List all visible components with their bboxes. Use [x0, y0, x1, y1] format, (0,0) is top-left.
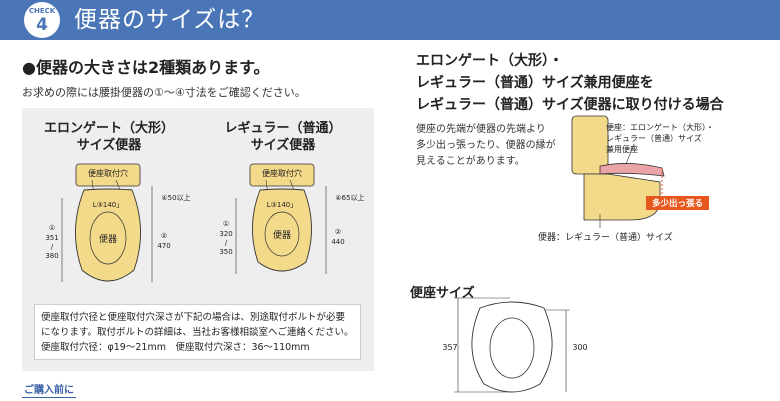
regular-dim2-val: 440 [331, 238, 344, 246]
right-heading: エロンゲート（大形）・ レギュラー（普通）サイズ兼用便座を レギュラー（普通）サ… [416, 50, 724, 116]
elongated-inner-label: L③140」 [93, 201, 124, 209]
regular-title: レギュラー（普通） サイズ便器 [208, 120, 358, 154]
page-header: CHECK 4 便器のサイズは？ [0, 0, 780, 40]
desc-line2: 多少出っ張ったり、便器の縁が [416, 140, 556, 151]
side-seat-label: 便座：エロンゲート（大形）・ レギュラー（普通）サイズ 兼用便座 [606, 122, 714, 155]
seat-dim-right: 300 [572, 343, 587, 352]
elongated-bowl-diagram: 便座取付穴 L③140」 便器 ① 351 / 380 ② 470 ④50以上 [45, 163, 191, 282]
regular-dim1-b: 350 [219, 248, 232, 256]
desc-line1: 便座の先端が便器の先端より [416, 124, 546, 135]
right-heading-line2: レギュラー（普通）サイズ兼用便座を [416, 75, 654, 91]
notice-line3: 便座取付穴径：φ19～21mm 便座取付穴深さ：36～110mm [41, 342, 310, 353]
elongated-hole-label: 便座取付穴 [88, 168, 128, 178]
regular-bowl-diagram: 便座取付穴 L③140」 便器 ① 320 / 350 ② 440 ④65以上 [219, 163, 365, 274]
seat-size-diagram: 357 300 [442, 297, 588, 393]
elongated-dim1-num: ① [49, 224, 55, 232]
left-note: お求めの際には腰掛便器の①～④寸法をご確認ください。 [22, 86, 306, 99]
elongated-dim2-num: ② [161, 232, 167, 240]
regular-title-line1: レギュラー（普通） [224, 121, 342, 136]
right-heading-line3: レギュラー（普通）サイズ便器に取り付ける場合 [416, 97, 724, 113]
elongated-dim2-val: 470 [157, 242, 170, 250]
left-heading: ●便器の大きさは2種類あります。 [22, 58, 270, 77]
check-number: 4 [36, 15, 48, 35]
seat-label-line3: 兼用便座 [606, 145, 638, 154]
seat-label-line2: レギュラー（普通）サイズ [606, 134, 702, 143]
bowl-size-panel: エロンゲート（大形） サイズ便器 レギュラー（普通） サイズ便器 便座取付穴 L… [22, 108, 374, 371]
side-bowl-label: 便器：レギュラー（普通）サイズ [538, 233, 673, 243]
regular-center-label: 便器 [273, 229, 291, 241]
mounting-notice: 便座取付穴径と便座取付穴深さが下記の場合は、別途取付ボルトが必要 になります。取… [34, 304, 361, 360]
regular-dim1-num: ① [223, 220, 229, 228]
side-seat [599, 163, 665, 177]
regular-dim1-a: 320 [219, 230, 232, 238]
elongated-dim1-sep: / [51, 243, 54, 251]
protrude-tag: 多少出っ張る [646, 196, 710, 210]
regular-dim2-num: ② [335, 228, 341, 236]
side-bowl [583, 173, 661, 221]
elongated-dim4: ④50以上 [161, 193, 190, 202]
regular-hole-label: 便座取付穴 [262, 168, 302, 178]
seat-size-heading: 便座サイズ [410, 286, 475, 301]
elongated-dim1-a: 351 [45, 234, 58, 242]
side-description: 便座の先端が便器の先端より 多少出っ張ったり、便器の縁が 見えることがあります。 [416, 122, 556, 170]
regular-dim4: ④65以上 [335, 193, 364, 202]
regular-inner-label: L③140」 [267, 201, 298, 209]
page-title: 便器のサイズは？ [74, 7, 266, 33]
regular-dim1-sep: / [225, 239, 228, 247]
seat-inner [489, 317, 535, 379]
toilet-side-diagram [571, 115, 665, 228]
desc-line3: 見えることがあります。 [416, 156, 525, 167]
check-label: CHECK [28, 7, 56, 15]
elongated-bowl-inner [89, 211, 127, 265]
regular-bowl-inner [264, 211, 300, 257]
notice-line1: 便座取付穴径と便座取付穴深さが下記の場合は、別途取付ボルトが必要 [41, 312, 346, 323]
seat-dim-left: 357 [442, 343, 457, 352]
elongated-title: エロンゲート（大形） サイズ便器 [34, 120, 184, 154]
elongated-title-line1: エロンゲート（大形） [43, 121, 174, 136]
notice-line2: になります。取付ボルトの詳細は、当社お客様相談室へご連絡ください。 [41, 327, 354, 338]
regular-title-line2: サイズ便器 [250, 138, 316, 153]
elongated-center-label: 便器 [99, 233, 117, 245]
right-heading-line1: エロンゲート（大形）・ [416, 53, 563, 69]
elongated-title-line2: サイズ便器 [76, 138, 142, 153]
pre-purchase-link[interactable]: ご購入前に [22, 380, 76, 398]
check-badge: CHECK 4 [24, 2, 60, 38]
seat-label-line1: 便座：エロンゲート（大形）・ [606, 123, 714, 132]
elongated-dim1-b: 380 [45, 252, 58, 260]
